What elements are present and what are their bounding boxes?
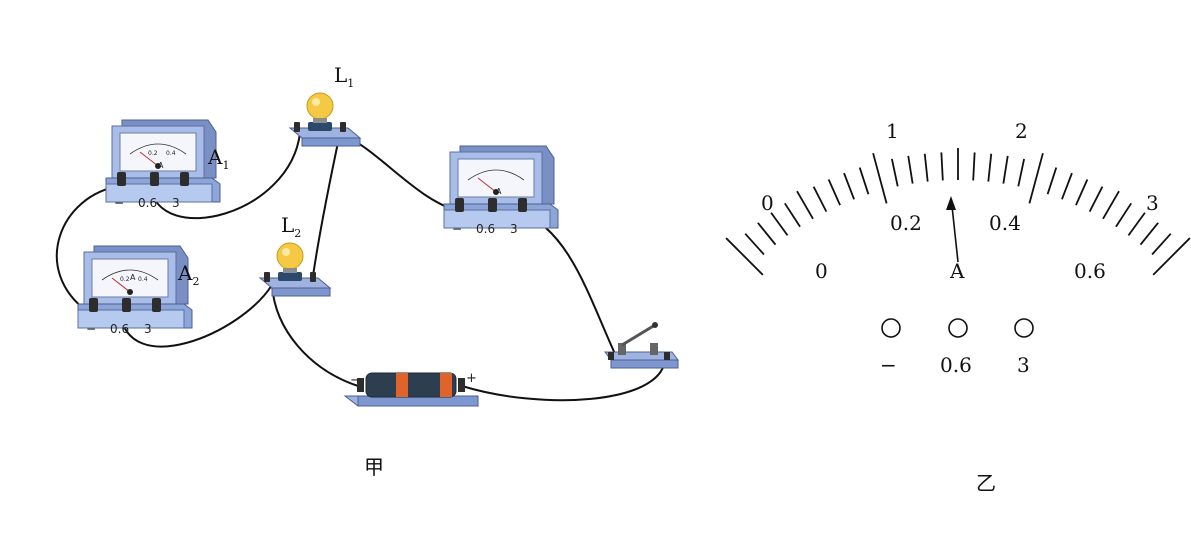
a1-0-6-label: 0.6: [138, 196, 157, 210]
meter-face-labels: A A A 0.2 0.4 0.2 0.4: [120, 150, 502, 283]
minor-tick: [1115, 202, 1132, 228]
minor-tick: [744, 233, 765, 256]
dial-labels: 0 1 2 3 0 0.2 0.4 0.6 A − 0.6 3 乙: [761, 119, 1159, 495]
inner-scale-0-4: 0.4: [989, 211, 1021, 235]
battery: [343, 372, 480, 407]
lamp-l1: [289, 92, 361, 147]
a2-0-6-label: 0.6: [110, 322, 129, 336]
inner-scale-0: 0: [815, 259, 828, 283]
minor-tick: [812, 186, 828, 213]
minor-tick: [972, 152, 976, 181]
label-l2: L2: [281, 213, 301, 240]
major-tick: [1152, 237, 1191, 276]
major-tick: [725, 237, 764, 276]
a3-minus-label: −: [452, 222, 462, 236]
minor-tick: [1017, 158, 1025, 187]
dial-pointer: [951, 205, 959, 263]
outer-scale-3: 3: [1146, 191, 1159, 215]
a3-3-label: 3: [510, 222, 518, 236]
figure-b-caption: 乙: [976, 471, 996, 495]
terminal-0-6-label: 0.6: [940, 353, 972, 377]
terminal-minus-label: −: [880, 353, 897, 377]
dial-unit: A: [949, 259, 965, 283]
component-labels: A1 A2 L1 L2 甲: [177, 63, 384, 479]
ammeter-a2: [77, 245, 193, 329]
meter-unit-a2: A: [130, 273, 136, 282]
a2-minus-label: −: [86, 322, 96, 336]
label-a2: A2: [177, 261, 199, 288]
minor-tick: [757, 222, 777, 246]
a2-3-label: 3: [144, 322, 152, 336]
battery-pos-label: +: [466, 371, 477, 386]
terminal-3-label: 3: [1017, 353, 1030, 377]
minor-tick: [1139, 222, 1159, 246]
minor-tick: [1061, 172, 1073, 200]
minor-tick: [940, 152, 944, 181]
outer-scale-0: 0: [761, 191, 774, 215]
minor-tick: [1088, 186, 1104, 213]
ammeter-dial: [725, 148, 1191, 276]
a1-3-label: 3: [172, 196, 180, 210]
inner-scale-0-2: 0.2: [890, 211, 922, 235]
terminal-0-6-circle: [948, 318, 968, 338]
minor-tick: [1127, 212, 1146, 236]
minor-tick: [770, 212, 789, 236]
minor-tick: [907, 155, 914, 184]
minor-tick: [796, 190, 814, 220]
minor-tick: [784, 202, 801, 228]
minor-tick: [891, 158, 899, 187]
a3-0-6-label: 0.6: [476, 222, 495, 236]
inner-scale-0-6: 0.6: [1074, 259, 1106, 283]
dial-terminals: [881, 318, 1034, 338]
switch: [604, 322, 679, 369]
meter-unit-a1: A: [158, 161, 164, 170]
meter-scale-0-2-a1: 0.2: [148, 150, 158, 157]
figure-a-caption: 甲: [364, 455, 384, 479]
major-tick: [1028, 152, 1044, 204]
label-a1: A1: [207, 145, 229, 172]
meter-scale-0-4-a1: 0.4: [166, 150, 176, 157]
battery-neg-label: −: [350, 373, 361, 388]
label-l1: L1: [334, 63, 354, 90]
minor-tick: [1002, 155, 1009, 184]
outer-scale-1: 1: [886, 119, 899, 143]
minor-tick: [923, 153, 929, 182]
minor-tick: [1046, 167, 1058, 195]
dial-pointer-head: [946, 196, 956, 210]
terminal-minus-circle: [881, 318, 901, 338]
minor-tick: [843, 172, 855, 200]
meter-scale-0-2-a2: 0.2: [120, 276, 130, 283]
outer-scale-2: 2: [1015, 119, 1028, 143]
minor-tick: [858, 167, 870, 195]
meter-unit-a3: A: [496, 187, 502, 196]
minor-tick: [987, 153, 993, 182]
major-tick: [872, 152, 888, 204]
meter-scale-0-4-a2: 0.4: [138, 276, 148, 283]
minor-tick: [827, 179, 841, 206]
meter-terminal-labels: − 0.6 3 − 0.6 3 − 0.6 3 − +: [86, 196, 518, 388]
minor-tick: [1075, 179, 1089, 206]
terminal-3-circle: [1014, 318, 1034, 338]
minor-tick: [1102, 190, 1120, 220]
a1-minus-label: −: [114, 196, 124, 210]
minor-tick: [1151, 233, 1172, 256]
